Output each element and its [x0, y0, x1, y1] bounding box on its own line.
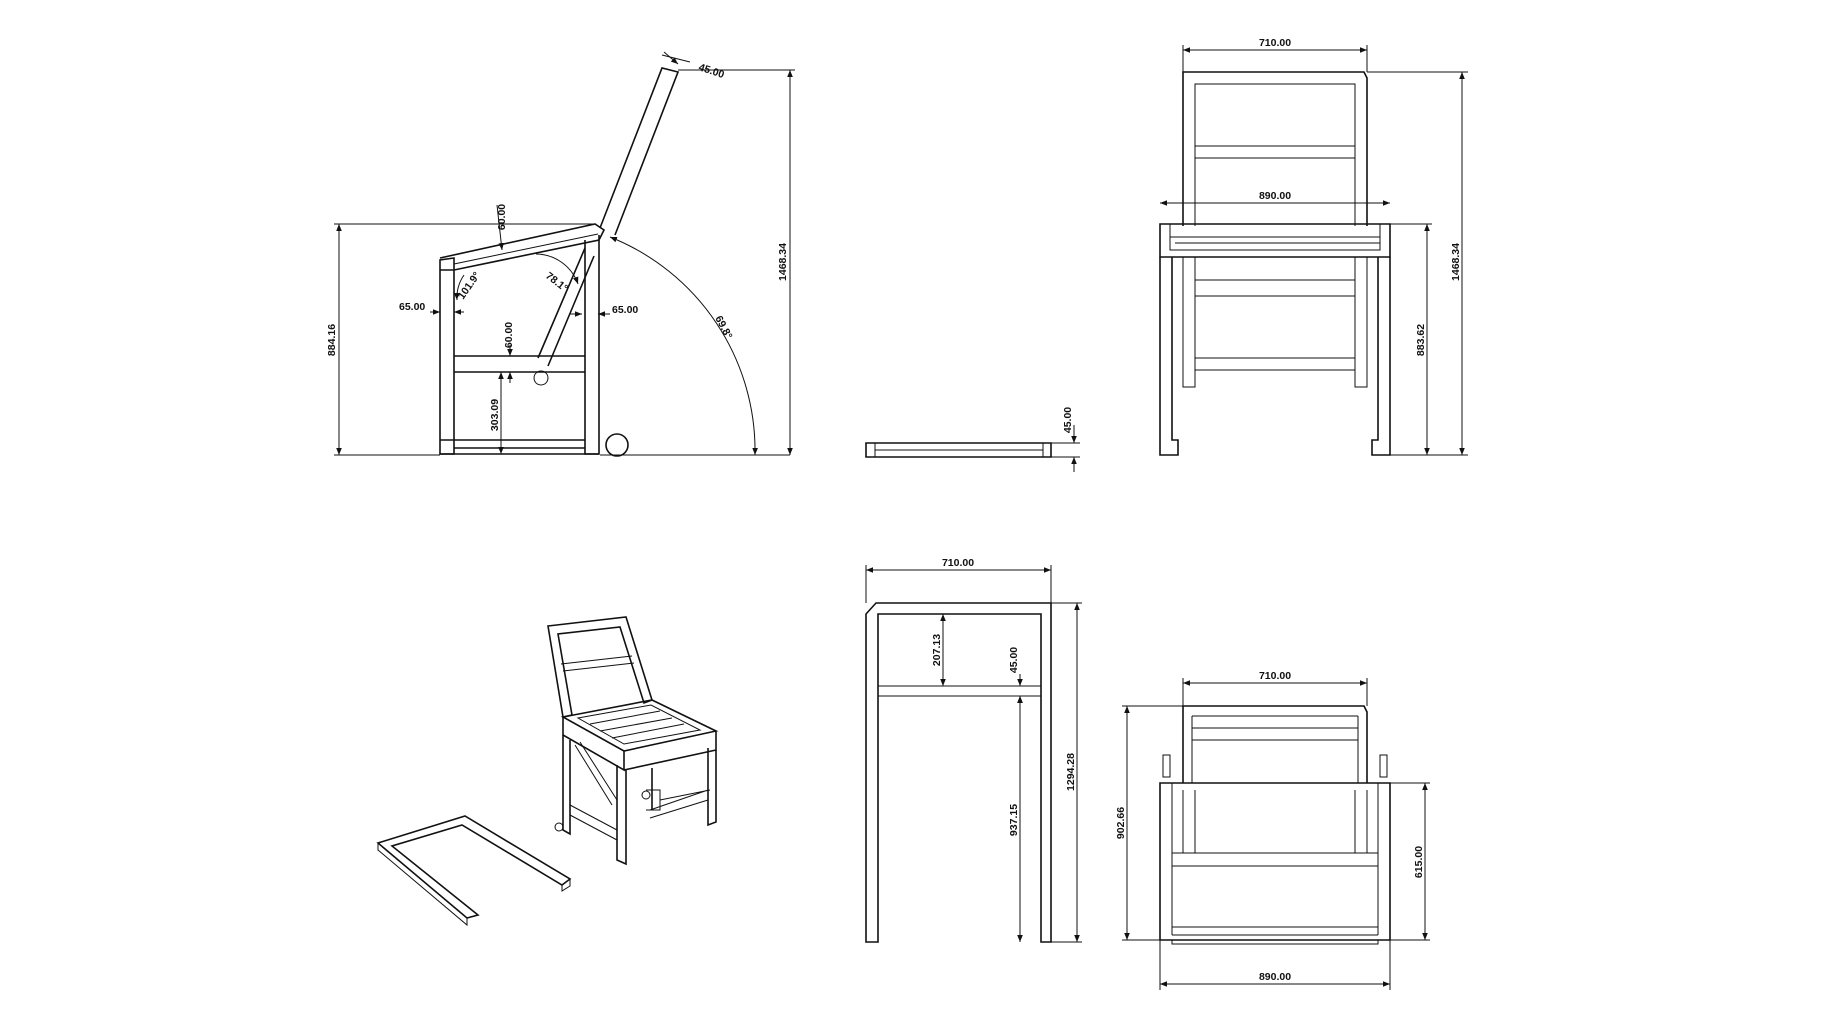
seat-front	[1159, 223, 1391, 258]
diagonal-strut	[537, 247, 595, 367]
back-frame-view: 710.00 207.13 45.00 937.15 1294.28	[865, 557, 1082, 943]
dim-front-seat-height: 883.62	[1415, 324, 1427, 356]
dim-frame-width: 710.00	[942, 557, 974, 569]
iso-legs	[562, 735, 717, 866]
dim-frame-rail-thickness: 45.00	[1008, 647, 1020, 673]
back-frame-outline	[865, 602, 1052, 943]
dim-folded-overall-height: 902.66	[1115, 807, 1127, 839]
dim-leg-length: 937.15	[1008, 804, 1020, 836]
middle-rail	[454, 355, 585, 373]
dim-seat-width: 890.00	[1259, 190, 1291, 202]
folded-backrest	[1182, 705, 1368, 783]
dim-seat-height: 884.16	[326, 324, 338, 356]
iso-loose-frame	[376, 815, 572, 919]
dim-rail-mid: 60.00	[503, 322, 515, 348]
dim-rail-top: 60.00	[496, 204, 508, 230]
dim-rail-thickness: 45.00	[1062, 407, 1074, 433]
dim-leg-left: 65.00	[399, 301, 425, 313]
dim-folded-base-width: 890.00	[1259, 971, 1291, 983]
dim-overall-height: 1468.34	[777, 243, 789, 281]
dim-leg-right: 65.00	[612, 304, 638, 316]
folded-view: 710.00 902.66 615.00 890.00	[1115, 670, 1430, 990]
rear-leg	[584, 235, 600, 455]
dim-front-overall-height: 1468.34	[1450, 243, 1462, 281]
dim-back-thickness: 45.00	[697, 61, 726, 81]
side-view: 1468.34 884.16 45.00 60.00 101.9° 78.1° …	[326, 51, 795, 457]
rail-side-view: 45.00	[865, 407, 1080, 472]
dim-back-width: 710.00	[1259, 37, 1291, 49]
isometric-view	[376, 616, 719, 927]
dim-back-angle: 69.8°	[712, 314, 734, 341]
dim-rail-height: 303.09	[489, 399, 501, 431]
front-leg	[439, 257, 455, 455]
dim-frame-overall-height: 1294.28	[1065, 753, 1077, 791]
front-view: 710.00 890.00 1468.34 883.62	[1159, 37, 1468, 456]
front-legs	[1159, 257, 1179, 456]
wheel	[605, 433, 629, 457]
dim-angle-left: 101.9°	[456, 270, 483, 302]
base-rail	[440, 439, 599, 455]
dim-folded-seat-height: 615.00	[1413, 846, 1425, 878]
iso-seat	[560, 699, 719, 752]
backrest-post	[599, 67, 680, 236]
dim-folded-back-width: 710.00	[1259, 670, 1291, 682]
dim-top-rail-offset: 207.13	[931, 634, 943, 666]
seat-board	[439, 223, 606, 271]
backrest-frame	[1182, 71, 1368, 226]
